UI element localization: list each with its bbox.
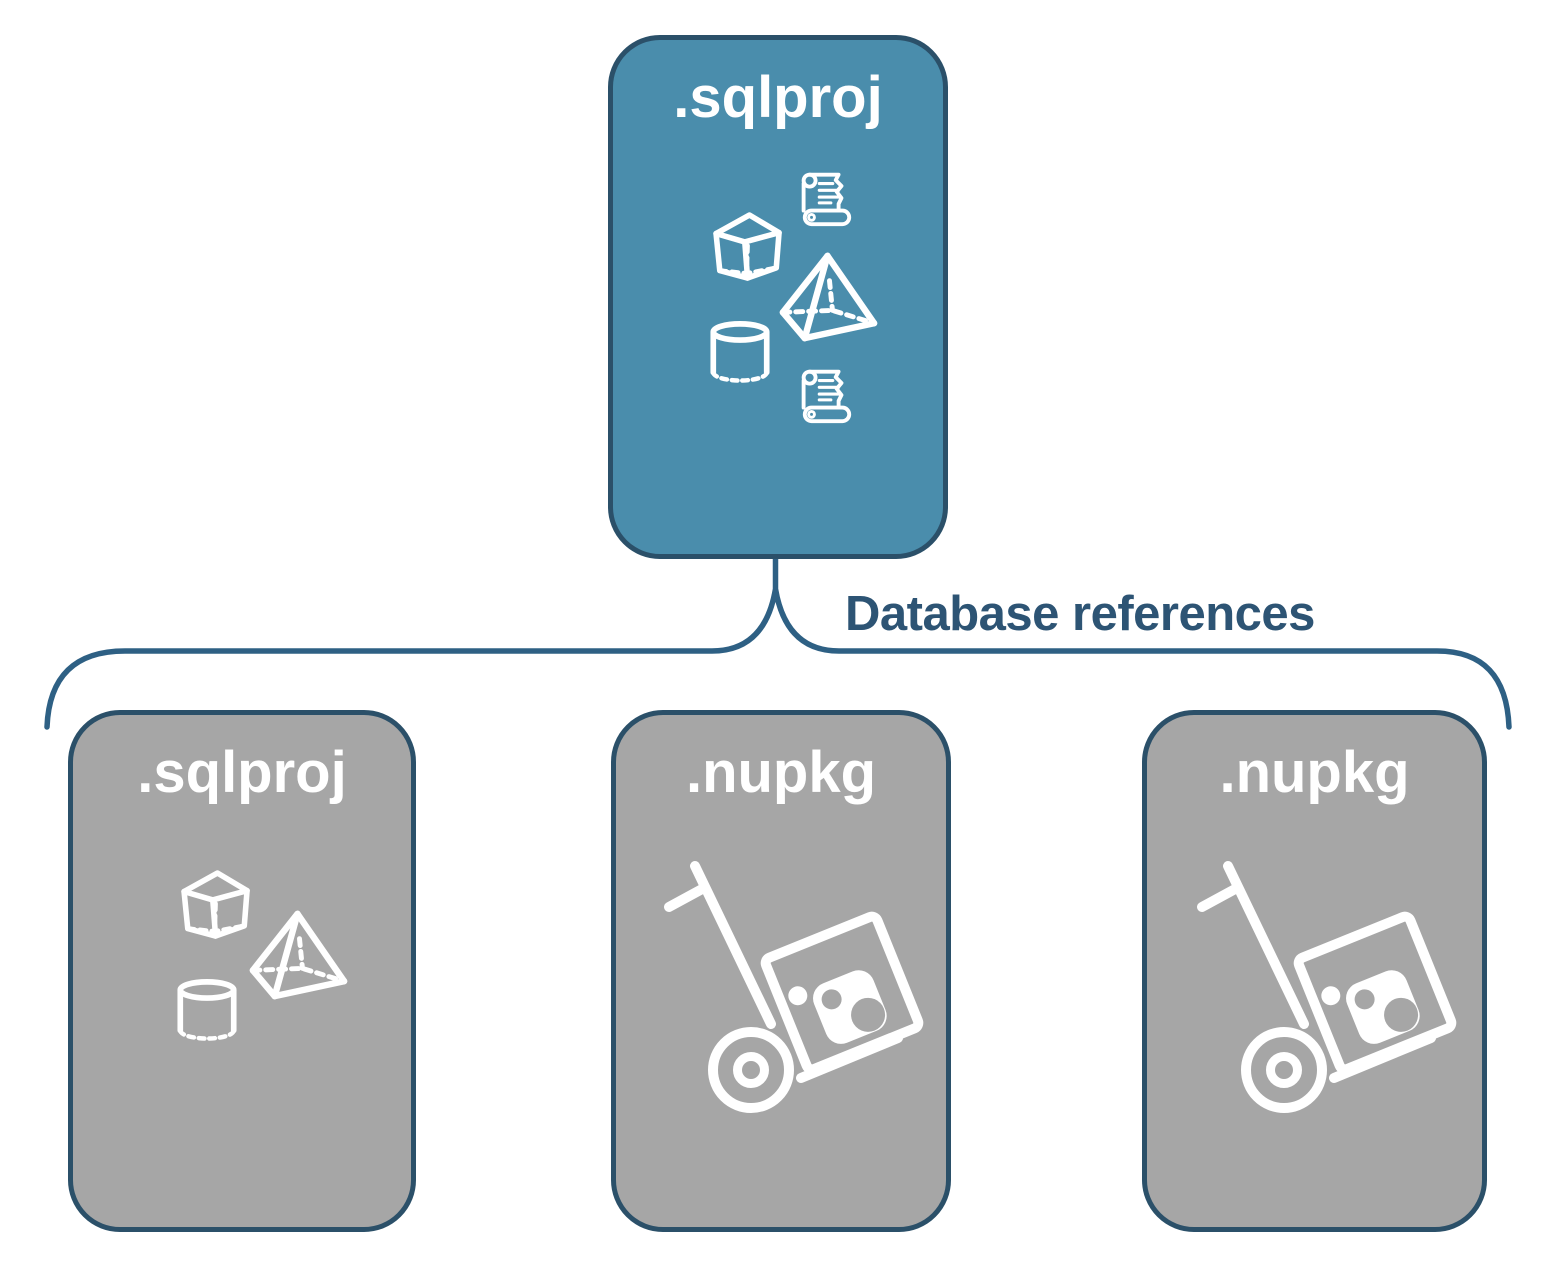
child-node-title: .nupkg [1219,740,1410,805]
cube-icon [168,861,252,949]
hand-truck-package-icon [656,857,924,1119]
child-node-title: .sqlproj [137,740,347,805]
root-node-title: .sqlproj [673,65,883,130]
pyramid-icon [245,908,349,1004]
pyramid-icon [775,250,879,346]
scroll-icon [798,365,856,427]
cylinder-icon [173,971,241,1051]
scroll-icon [798,168,856,230]
connector-label: Database references [845,587,1315,641]
cylinder-icon [706,313,774,393]
node-child-nupkg-1: .nupkg [611,710,951,1232]
cube-icon [700,203,784,291]
child-node-title: .nupkg [685,740,877,805]
node-root-sqlproj: .sqlproj [608,35,948,559]
hand-truck-package-icon [1189,857,1457,1119]
node-child-nupkg-2: .nupkg [1142,710,1487,1232]
node-child-sqlproj: .sqlproj [68,710,416,1232]
